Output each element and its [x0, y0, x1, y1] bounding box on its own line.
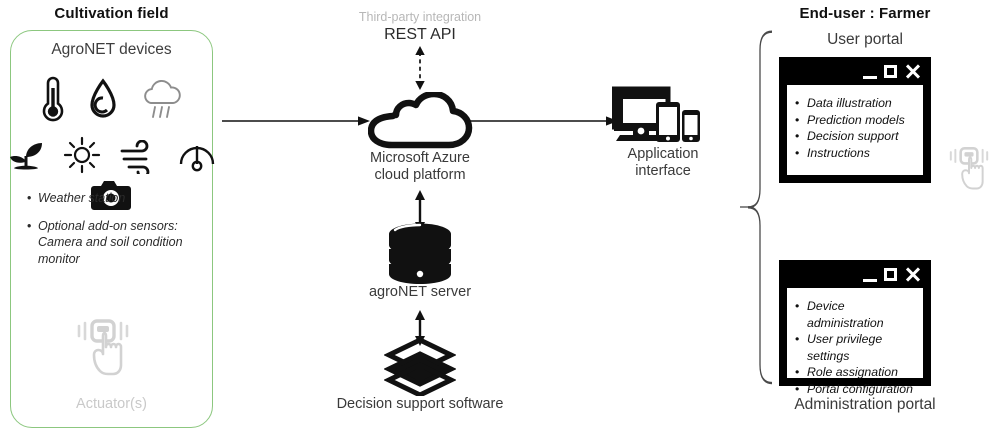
list-item: Weather station	[27, 190, 196, 207]
admin-window-titlebar	[780, 261, 930, 288]
rest-api-label: REST API	[384, 26, 456, 43]
arrow-cloud-to-application	[470, 112, 618, 130]
user-portal-window[interactable]: Data illustration Prediction models Deci…	[779, 57, 931, 183]
arrow-field-to-cloud	[222, 112, 370, 130]
user-portal-body: Data illustration Prediction models Deci…	[787, 85, 923, 175]
cloud-icon	[367, 90, 473, 150]
administration-portal-body: Device administration User privilege set…	[787, 288, 923, 397]
list-item: Data illustration	[795, 95, 917, 112]
list-item: Portal configuration	[795, 381, 917, 398]
decision-support-software-label: Decision support software	[336, 396, 504, 412]
application-interface-devices-icon	[611, 86, 708, 144]
water-drop-icon	[88, 78, 118, 122]
close-icon[interactable]	[904, 63, 921, 80]
maximize-icon[interactable]	[884, 268, 897, 281]
close-icon[interactable]	[904, 266, 921, 283]
thermometer-icon	[40, 76, 66, 122]
azure-cloud-platform-label: Microsoft Azure cloud platform	[340, 150, 500, 184]
actuator-label: Actuator(s)	[76, 396, 147, 412]
list-item: User privilege settings	[795, 331, 917, 364]
list-item: Device administration	[795, 298, 917, 331]
azure-label-line2: cloud platform	[374, 167, 466, 183]
user-touch-icon	[944, 140, 994, 196]
decision-support-layers-icon	[383, 337, 457, 398]
dashed-bidirectional-arrow-rest-api	[405, 46, 435, 90]
minimize-icon[interactable]	[863, 76, 877, 79]
list-item: Role assignation	[795, 364, 917, 381]
administration-portal-window[interactable]: Device administration User privilege set…	[779, 260, 931, 397]
wind-icon	[119, 140, 159, 174]
third-party-integration-label: Third-party integration	[358, 10, 482, 24]
minimize-icon[interactable]	[863, 279, 877, 282]
field-bullet-list: Weather station Optional add-on sensors:…	[24, 190, 196, 278]
database-server-icon	[383, 222, 457, 286]
user-window-titlebar	[780, 58, 930, 85]
list-item: Decision support	[795, 128, 917, 145]
app-label-line1: Application	[627, 146, 699, 162]
list-item: Instructions	[795, 145, 917, 162]
administration-portal-title: Administration portal	[794, 396, 936, 413]
rain-cloud-icon	[140, 78, 184, 122]
sprout-icon	[7, 136, 45, 174]
cultivation-field-heading: Cultivation field	[54, 5, 169, 22]
list-item: Optional add-on sensors: Camera and soil…	[27, 218, 196, 268]
portals-grouping-brace	[740, 28, 774, 422]
maximize-icon[interactable]	[884, 65, 897, 78]
sun-icon	[63, 136, 101, 174]
azure-label-line1: Microsoft Azure	[370, 150, 470, 166]
application-interface-label: Application interface	[598, 146, 728, 180]
agronet-server-label: agroNET server	[368, 284, 472, 300]
end-user-heading: End-user : Farmer	[799, 5, 931, 22]
app-label-line2: interface	[635, 163, 691, 179]
user-portal-title: User portal	[827, 31, 903, 48]
gauge-icon	[177, 136, 217, 174]
actuator-touch-icon	[70, 318, 136, 376]
agronet-devices-title: AgroNET devices	[51, 41, 172, 58]
list-item: Prediction models	[795, 112, 917, 129]
